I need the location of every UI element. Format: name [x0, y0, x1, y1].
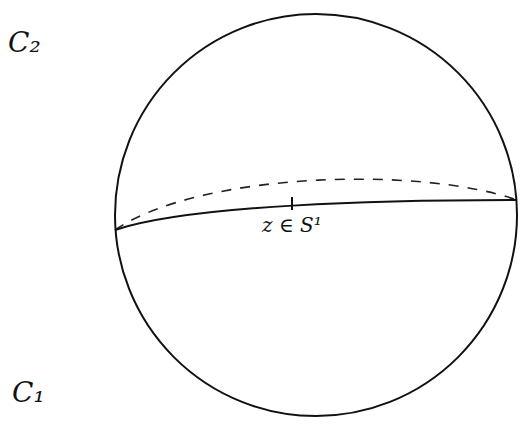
point-tick: [291, 197, 293, 210]
region-label: C₁: [12, 378, 45, 409]
sphere-outline: [115, 14, 517, 416]
point-label: z ∈ S¹: [262, 214, 322, 236]
region-label: C₂: [8, 28, 41, 59]
